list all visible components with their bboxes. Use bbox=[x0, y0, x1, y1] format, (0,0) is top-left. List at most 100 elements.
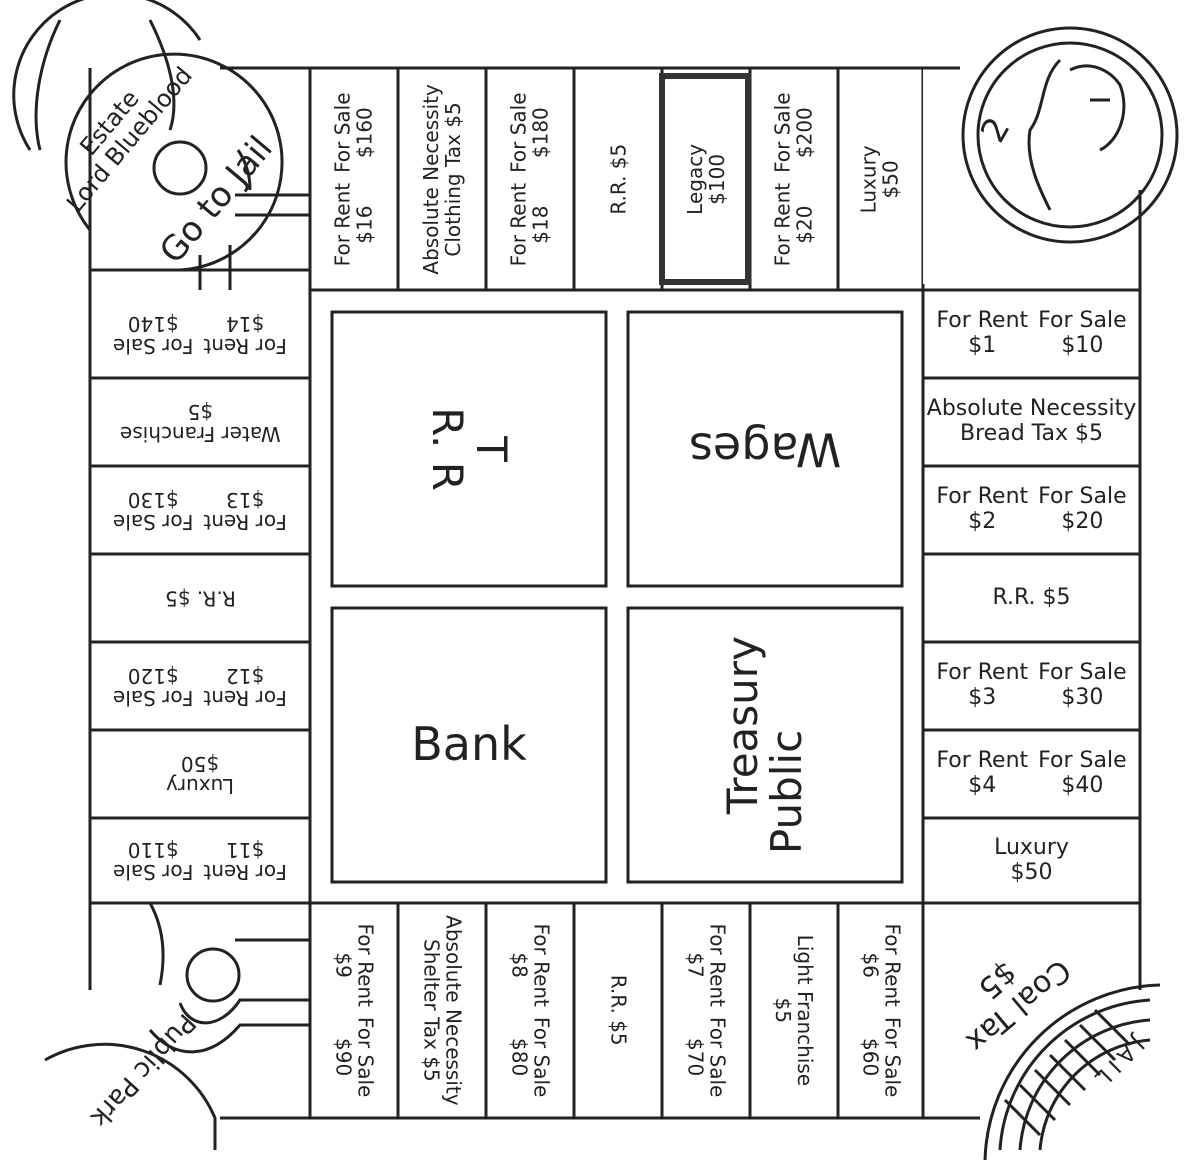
sale-label: For Sale bbox=[881, 1017, 903, 1097]
rr-box-line2: R. R bbox=[425, 407, 469, 491]
rent-label: For Rent bbox=[706, 924, 728, 1007]
space-text-line: $5 bbox=[187, 400, 212, 422]
rent-label: For Rent bbox=[936, 309, 1028, 334]
bottom_row-space-4: R.R. $5 bbox=[574, 903, 662, 1118]
rent-price: $20 bbox=[794, 205, 816, 243]
sale-label: For Sale bbox=[354, 1017, 376, 1097]
sale-price: $200 bbox=[794, 107, 816, 158]
rent-label: For Rent bbox=[203, 686, 286, 708]
top_row-space-4: R.R. $5 bbox=[574, 68, 662, 290]
space-text-line: R.R. $5 bbox=[993, 586, 1071, 611]
left_col-space-2: Water Franchise$5 bbox=[90, 378, 310, 466]
rent-price: $4 bbox=[968, 774, 996, 799]
rent-price: $7 bbox=[684, 953, 706, 978]
sale-price: $10 bbox=[1061, 334, 1103, 359]
sale-price: $130 bbox=[128, 488, 179, 510]
rr-box-line1: T bbox=[469, 436, 513, 462]
sale-price: $70 bbox=[684, 1038, 706, 1076]
space-text-line: Light Franchise bbox=[794, 935, 816, 1086]
space-text-line: $50 bbox=[1011, 861, 1053, 886]
sale-price: $120 bbox=[128, 664, 179, 686]
right_col-space-5: For Rent$3 For Sale$30 bbox=[923, 642, 1140, 730]
treasury-line2: Treasury bbox=[721, 636, 765, 854]
space-text-line: $5 bbox=[772, 998, 794, 1023]
right_col-space-7: Luxury$50 bbox=[923, 818, 1140, 903]
rent-label: For Rent bbox=[203, 334, 286, 356]
space-text-line: Legacy bbox=[684, 144, 706, 215]
space-text-line: R.R. $5 bbox=[165, 587, 236, 609]
space-text-line: $50 bbox=[880, 160, 902, 198]
sale-label: For Sale bbox=[113, 686, 193, 708]
space-text-line: Absolute Necessity bbox=[442, 915, 464, 1105]
sale-label: For Sale bbox=[706, 1017, 728, 1097]
space-text-line: Luxury bbox=[166, 774, 234, 796]
sale-label: For Sale bbox=[1038, 749, 1126, 774]
treasury-line1: Public bbox=[765, 730, 809, 854]
wages-text: Wages bbox=[689, 423, 841, 475]
sale-label: For Sale bbox=[113, 334, 193, 356]
sale-label: For Sale bbox=[530, 1017, 552, 1097]
bottom_row-space-6: Light Franchise$5 bbox=[750, 903, 838, 1118]
sale-label: For Sale bbox=[332, 92, 354, 172]
sale-price: $140 bbox=[128, 312, 179, 334]
bank-text: Bank bbox=[411, 719, 527, 771]
space-text-line: Shelter Tax $5 bbox=[420, 939, 442, 1082]
sale-label: For Sale bbox=[1038, 661, 1126, 686]
right_col-space-2: Absolute NecessityBread Tax $5 bbox=[923, 378, 1140, 466]
top_row-space-5: Legacy$100 bbox=[662, 68, 750, 290]
sale-price: $40 bbox=[1061, 774, 1103, 799]
sale-price: $20 bbox=[1061, 510, 1103, 535]
sale-price: $180 bbox=[530, 107, 552, 158]
rent-price: $2 bbox=[968, 510, 996, 535]
space-text-line: Water Franchise bbox=[120, 422, 281, 444]
rent-label: For Rent bbox=[881, 924, 903, 1007]
rent-label: For Rent bbox=[508, 182, 530, 265]
space-text-line: Luxury bbox=[858, 145, 880, 213]
sale-price: $160 bbox=[354, 107, 376, 158]
top_row-space-6: For Rent$20For Sale$200 bbox=[750, 68, 838, 290]
left_col-space-6: Luxury$50 bbox=[90, 730, 310, 818]
sale-price: $60 bbox=[858, 1038, 880, 1076]
left_col-space-4: R.R. $5 bbox=[90, 554, 310, 642]
top_row-space-1: For Rent$16 For Sale$160 bbox=[310, 68, 398, 290]
rent-price: $9 bbox=[332, 953, 354, 978]
space-text-line: $50 bbox=[181, 752, 219, 774]
sale-label: For Sale bbox=[1038, 309, 1126, 334]
space-text-line: Clothing Tax $5 bbox=[442, 102, 464, 256]
rent-label: For Rent bbox=[772, 182, 794, 265]
rent-price: $12 bbox=[226, 664, 264, 686]
sale-price: $30 bbox=[1061, 686, 1103, 711]
rent-price: $1 bbox=[968, 334, 996, 359]
rent-price: $16 bbox=[354, 205, 376, 243]
sale-price: $80 bbox=[508, 1038, 530, 1076]
rent-label: For Rent bbox=[530, 924, 552, 1007]
space-text-line: Luxury bbox=[994, 836, 1069, 861]
sale-price: $110 bbox=[128, 838, 179, 860]
right_col-space-3: For Rent$2For Sale$20 bbox=[923, 466, 1140, 554]
sale-label: For Sale bbox=[508, 92, 530, 172]
rent-label: For Rent bbox=[354, 924, 376, 1007]
right_col-space-1: For Rent$1 For Sale$10 bbox=[923, 290, 1140, 378]
rent-price: $11 bbox=[226, 838, 264, 860]
sale-label: For Sale bbox=[113, 510, 193, 532]
rent-label: For Rent bbox=[936, 661, 1028, 686]
rent-label: For Rent bbox=[332, 182, 354, 265]
bank-label: Bank bbox=[332, 608, 606, 882]
rent-price: $3 bbox=[968, 686, 996, 711]
rent-price: $6 bbox=[858, 953, 880, 978]
globe-corner-art bbox=[923, 4, 1183, 290]
space-text-line: Absolute Necessity bbox=[420, 84, 442, 274]
space-text-line: Bread Tax $5 bbox=[960, 422, 1103, 447]
rent-price: $8 bbox=[508, 953, 530, 978]
